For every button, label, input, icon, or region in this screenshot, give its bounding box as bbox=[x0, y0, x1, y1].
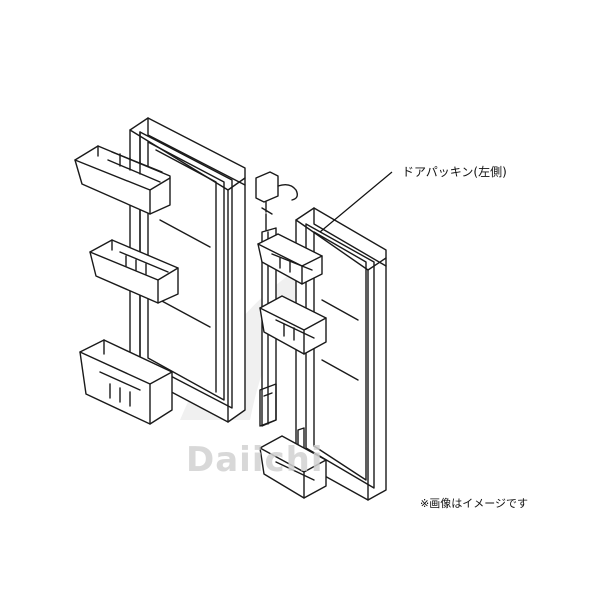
left-middle-door-bin bbox=[89, 239, 179, 304]
right-bottom-door-bin bbox=[259, 435, 327, 499]
callout-leader-line bbox=[319, 171, 393, 233]
right-middle-door-bin bbox=[259, 295, 327, 355]
right-top-door-bin bbox=[257, 233, 323, 285]
left-bottom-door-bin bbox=[79, 339, 173, 425]
left-top-door-bin bbox=[74, 145, 171, 215]
door-gasket-callout-label: ドアパッキン(左側) bbox=[402, 165, 507, 179]
watermark-text: Daiichi bbox=[186, 440, 324, 480]
image-disclaimer-note: ※画像はイメージです bbox=[420, 497, 528, 510]
